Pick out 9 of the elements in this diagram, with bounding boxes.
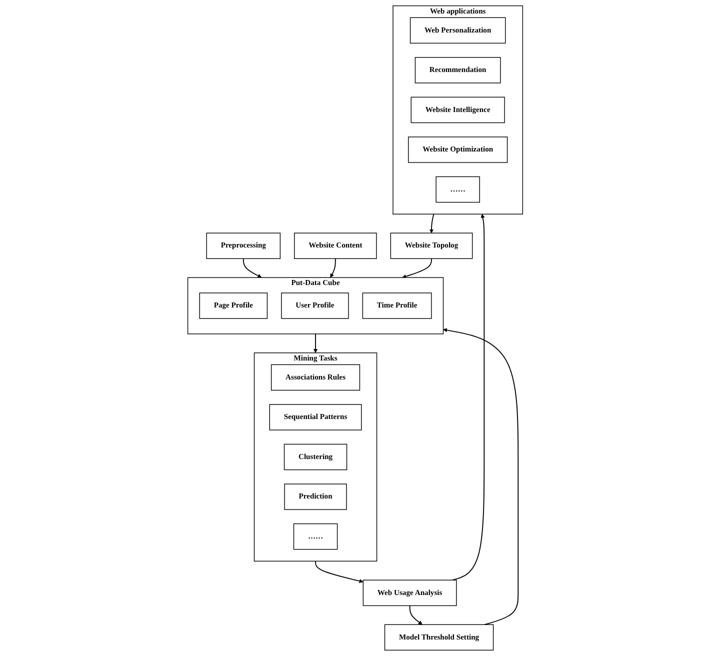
arrow bbox=[442, 328, 518, 626]
arrow bbox=[402, 258, 432, 278]
arrow bbox=[242, 258, 262, 278]
arrow bbox=[314, 560, 364, 584]
arrow bbox=[330, 258, 336, 278]
arrow bbox=[429, 214, 434, 234]
arrow bbox=[313, 333, 318, 354]
arrow bbox=[452, 214, 485, 581]
arrow bbox=[409, 605, 422, 625]
